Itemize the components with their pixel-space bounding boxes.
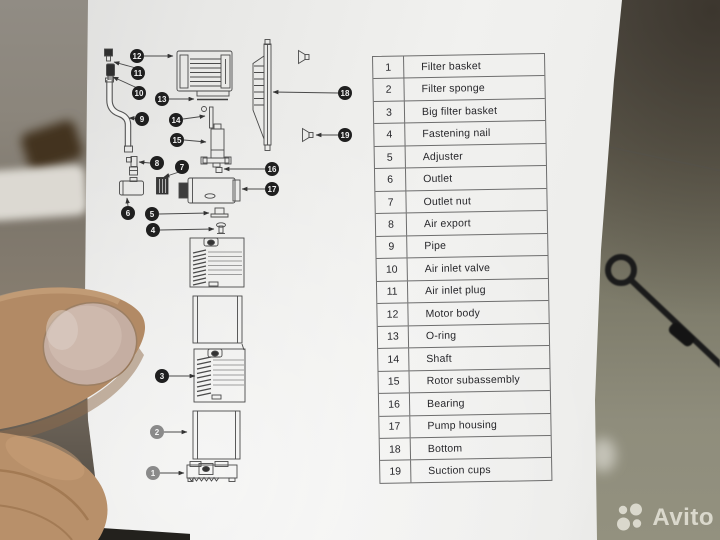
avito-watermark-label: Avito [652,503,714,531]
suction-cup-icon [302,127,314,143]
bottom-plate-drawing [252,39,272,151]
suction-cup-icon [298,49,310,65]
callout-11: 11 [131,66,145,80]
callout-19: 19 [338,128,352,142]
callout-13: 13 [155,92,169,106]
air-inlet-plug-drawing [104,48,113,62]
callout-3: 3 [155,369,169,383]
filter-sponge-drawing-2 [192,410,241,460]
air-export-drawing [126,156,138,176]
callout-18: 18 [338,86,352,100]
callout-16: 16 [265,162,279,176]
callout-17: 17 [265,182,279,196]
thumb [0,287,146,444]
avito-logo-icon [617,503,643,531]
big-filter-basket-drawing [189,237,245,288]
avito-watermark: Avito [614,503,714,532]
callout-14: 14 [169,113,183,127]
motor-body-drawing [176,50,233,97]
pump-housing-drawing [178,177,241,204]
shaft-drawing [201,106,214,129]
callout-10: 10 [132,86,146,100]
filter-sponge-drawing [192,295,243,344]
rotor-drawing [200,123,232,168]
callout-4: 4 [146,223,160,237]
callout-12: 12 [130,49,144,63]
fastening-nail-drawing [216,222,226,234]
filter-basket-drawing [186,461,238,482]
bearing-drawing [215,167,223,173]
outlet-nut-drawing [156,177,169,195]
callout-15: 15 [170,133,184,147]
callout-9: 9 [135,112,149,126]
callout-6: 6 [121,206,135,220]
fingers [0,432,108,540]
callout-7: 7 [175,160,189,174]
callout-8: 8 [150,156,164,170]
callout-5: 5 [145,207,159,221]
adjuster-drawing [210,207,229,218]
callout-1: 1 [146,466,160,480]
outlet-drawing [119,177,144,196]
callout-2: 2 [150,425,164,439]
